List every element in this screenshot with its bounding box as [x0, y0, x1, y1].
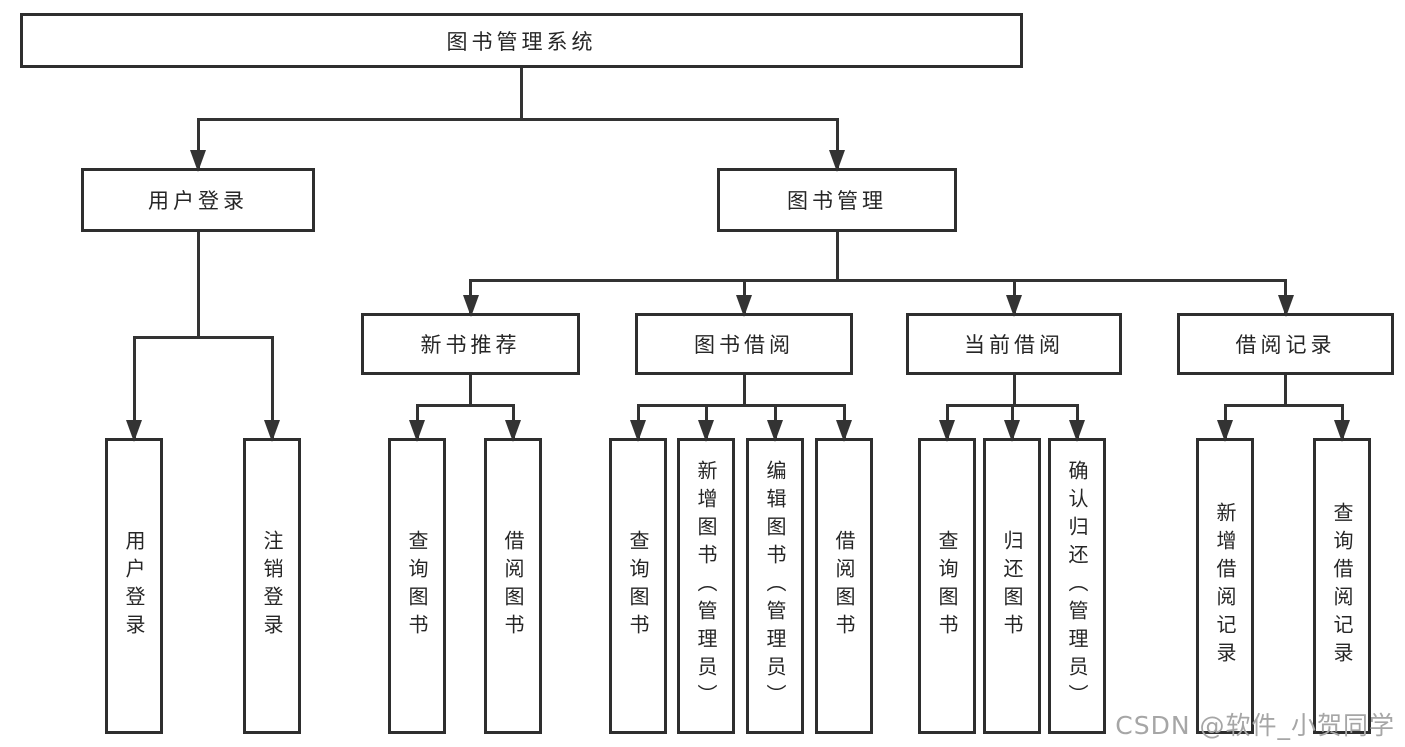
arrow-down-icon [1004, 420, 1020, 442]
node-label-newbooks-query: 查询图书 [405, 530, 429, 642]
arrow-down-icon [505, 420, 521, 442]
connector-drop-login [132, 336, 136, 438]
node-label-records-add: 新增借阅记录 [1213, 502, 1237, 670]
node-current-query: 查询图书 [918, 438, 976, 734]
arrow-down-icon [1217, 420, 1233, 442]
connector-stem-new-books [469, 375, 472, 407]
node-label-login: 用户登录 [122, 530, 146, 642]
connector-stem-book-mgmt [835, 232, 839, 282]
arrow-down-icon [1277, 295, 1294, 317]
connector-rail-book-borrow [636, 404, 846, 407]
node-label-borrow-query: 查询图书 [626, 530, 650, 642]
node-label-current-return: 归还图书 [1000, 530, 1024, 642]
arrow-down-icon [462, 295, 479, 317]
connector-stem-current-borrow [1012, 375, 1016, 407]
arrow-down-icon [630, 420, 646, 442]
node-book-borrow: 图书借阅 [635, 313, 853, 375]
node-borrow-query: 查询图书 [609, 438, 667, 734]
node-label-new-books: 新书推荐 [420, 333, 521, 357]
connector-drop-user-login [196, 118, 200, 168]
arrow-down-icon [836, 420, 852, 442]
arrow-down-icon [1334, 420, 1350, 442]
arrow-down-icon [1006, 295, 1022, 317]
node-label-borrow-edit: 编辑图书（管理员） [763, 460, 787, 712]
connector-drop-logout [270, 336, 274, 438]
node-user-login: 用户登录 [81, 168, 315, 232]
node-current-borrow: 当前借阅 [906, 313, 1122, 375]
node-borrow-records: 借阅记录 [1177, 313, 1394, 375]
node-label-logout: 注销登录 [260, 530, 284, 642]
node-new-books: 新书推荐 [361, 313, 580, 375]
arrow-down-icon [829, 150, 845, 172]
arrow-down-icon [736, 295, 752, 317]
arrow-down-icon [1069, 420, 1085, 442]
connector-stem-borrow-records [1284, 375, 1287, 407]
arrow-down-icon [939, 420, 955, 442]
node-records-query: 查询借阅记录 [1313, 438, 1371, 734]
node-label-book-borrow: 图书借阅 [694, 333, 794, 357]
node-label-current-confirm: 确认归还（管理员） [1065, 460, 1089, 712]
node-login: 用户登录 [105, 438, 163, 734]
connector-rail-borrow-records [1223, 404, 1344, 407]
node-label-borrow-borrow: 借阅图书 [832, 530, 856, 642]
connector-rail-user-login [132, 336, 274, 339]
connector-stem-user-login [196, 232, 200, 339]
node-label-book-mgmt: 图书管理 [787, 189, 887, 213]
connector-rail-system [196, 118, 839, 121]
node-label-system: 图书管理系统 [446, 29, 597, 54]
node-borrow-edit: 编辑图书（管理员） [746, 438, 804, 734]
node-newbooks-query: 查询图书 [388, 438, 446, 734]
node-logout: 注销登录 [243, 438, 301, 734]
node-label-current-borrow: 当前借阅 [964, 333, 1064, 357]
node-label-current-query: 查询图书 [935, 530, 959, 642]
connector-stem-book-borrow [742, 375, 746, 407]
connector-stem-system [520, 68, 523, 121]
node-label-newbooks-borrow: 借阅图书 [501, 530, 525, 642]
arrow-down-icon [190, 150, 206, 172]
arrow-down-icon [698, 420, 714, 442]
node-label-records-query: 查询借阅记录 [1330, 502, 1354, 670]
node-borrow-borrow: 借阅图书 [815, 438, 873, 734]
arrow-down-icon [767, 420, 783, 442]
connector-rail-new-books [415, 404, 515, 407]
node-newbooks-borrow: 借阅图书 [484, 438, 542, 734]
node-records-add: 新增借阅记录 [1196, 438, 1254, 734]
node-current-return: 归还图书 [983, 438, 1041, 734]
node-label-borrow-records: 借阅记录 [1235, 333, 1336, 357]
node-system: 图书管理系统 [20, 13, 1023, 68]
arrow-down-icon [409, 420, 425, 442]
watermark: CSDN @软件_小贺同学 [1115, 711, 1395, 740]
node-label-user-login: 用户登录 [148, 189, 248, 213]
connector-rail-book-mgmt [469, 279, 1287, 282]
node-label-borrow-add: 新增图书（管理员） [694, 460, 718, 712]
arrow-down-icon [126, 420, 142, 442]
node-book-mgmt: 图书管理 [717, 168, 957, 232]
connector-drop-book-mgmt [835, 118, 839, 168]
arrow-down-icon [264, 420, 280, 442]
node-borrow-add: 新增图书（管理员） [677, 438, 735, 734]
node-current-confirm: 确认归还（管理员） [1048, 438, 1106, 734]
